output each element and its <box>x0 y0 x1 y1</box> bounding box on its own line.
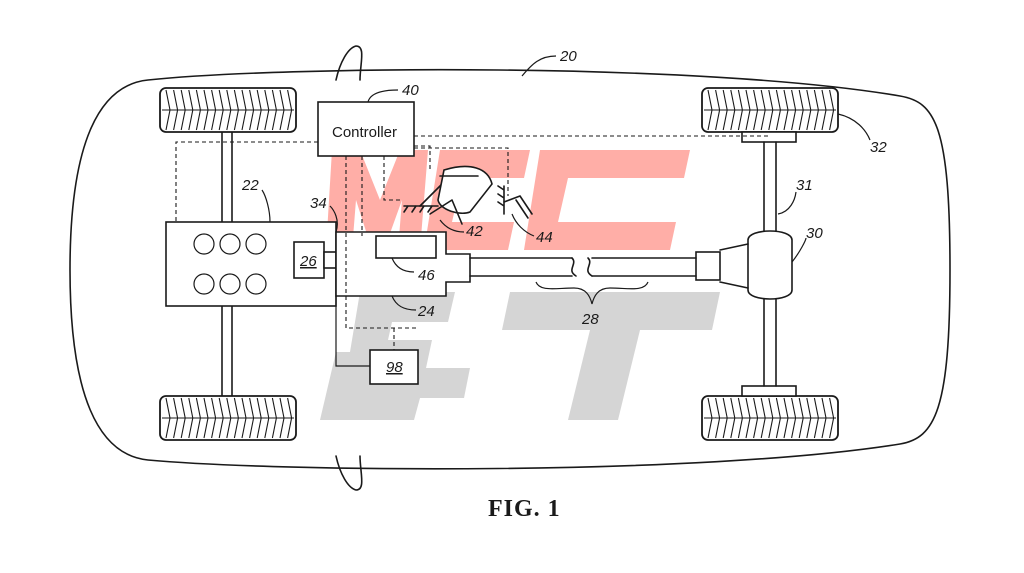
control-signal-lines <box>175 135 770 329</box>
label-32: 32 <box>870 139 887 156</box>
mirror-bottom <box>335 455 363 491</box>
label-46: 46 <box>418 267 435 284</box>
diff-input <box>695 251 721 281</box>
leader-30 <box>791 237 807 263</box>
leader-42 <box>439 219 465 233</box>
battery-98 <box>369 349 419 385</box>
label-28: 28 <box>581 311 599 328</box>
label-44: 44 <box>536 229 553 246</box>
controller-box <box>317 101 415 157</box>
label-31: 31 <box>796 177 813 194</box>
leader-32 <box>837 113 871 141</box>
label-40: 40 <box>402 82 419 99</box>
leader-34 <box>329 205 338 233</box>
battery-line <box>335 296 370 367</box>
label-30: 30 <box>806 225 823 242</box>
label-20: 20 <box>559 48 577 65</box>
leader-40 <box>367 89 399 103</box>
leader-46 <box>391 257 415 273</box>
label-26: 26 <box>299 253 317 270</box>
differential <box>747 230 793 300</box>
driveshaft <box>469 257 697 277</box>
label-24: 24 <box>417 303 435 320</box>
vehicle-body <box>69 68 951 470</box>
rear-hub-top <box>741 131 797 143</box>
accel-pedal-44 <box>497 185 533 219</box>
mirror-top <box>335 45 363 81</box>
leader-24 <box>391 295 417 311</box>
rear-hub-bottom <box>741 385 797 397</box>
tire-treads <box>162 89 836 439</box>
leader-44 <box>511 213 535 237</box>
engine-cylinders <box>193 233 267 295</box>
figure-caption: FIG. 1 <box>488 496 561 522</box>
leader-20 <box>521 55 557 77</box>
leader-22 <box>261 189 271 223</box>
leader-31 <box>777 191 797 215</box>
trans-component-46 <box>375 235 437 259</box>
controller-label: Controller <box>332 124 397 141</box>
label-98: 98 <box>386 359 403 376</box>
label-22: 22 <box>241 177 259 194</box>
label-34: 34 <box>310 195 327 212</box>
label-42: 42 <box>466 223 483 240</box>
brace-28 <box>535 281 649 305</box>
brake-pedal-42 <box>403 165 493 225</box>
engine-component-26 <box>293 241 325 279</box>
